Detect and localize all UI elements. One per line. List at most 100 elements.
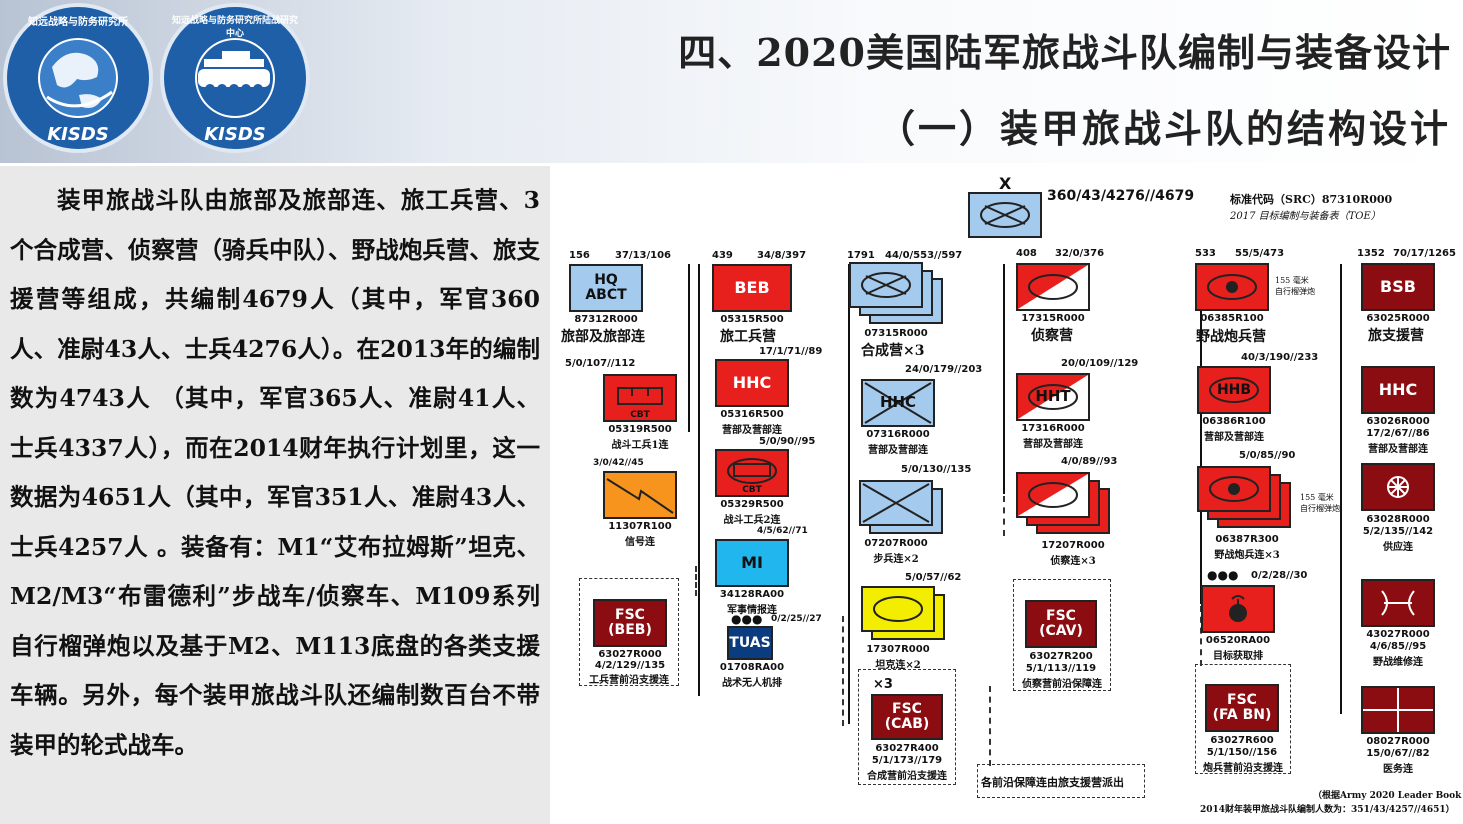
fsc-cab-strength: 5/1/173//179 [871, 755, 943, 766]
fsc-cab-mult: ×3 [873, 677, 893, 692]
cab-hhc-code: 07316R000 [866, 429, 930, 440]
cbt1-strength: 5/0/107//112 [565, 358, 636, 369]
fsc-cav-box [1013, 579, 1111, 691]
bsb-hhc-code: 63026R000 [1366, 416, 1430, 427]
med-strength: 15/0/67//82 [1366, 748, 1430, 759]
connector [688, 264, 690, 432]
inf-code: 07207R000 [864, 538, 928, 549]
org-chart: X 360/43/4276//4679 标准代码（SRC）87310R000 2… [555, 166, 1463, 824]
fa-hhb-name: 营部及营部连 [1204, 432, 1264, 443]
kisds-logo-1: KISDS 知远战略与防务研究所 [3, 3, 153, 153]
beb-hhc-strength: 17/1/71//89 [759, 346, 823, 357]
hq-count: 156 [569, 250, 590, 261]
cbt2-unit: CBT [715, 449, 789, 497]
logo1-ring-text: 知远战略与防务研究所 [28, 17, 128, 28]
abct-strength: 360/43/4276//4679 [1047, 188, 1195, 204]
ta-unit [1201, 585, 1275, 633]
fsc-beb-name: 工兵营前沿支援连 [589, 675, 669, 686]
tank-code: 17307R000 [866, 644, 930, 655]
inf-name: 步兵连×2 [873, 554, 919, 565]
sig-strength: 3/0/42//45 [593, 458, 644, 468]
mnt-strength: 4/6/85//95 [1369, 641, 1427, 652]
med-name: 医务连 [1383, 764, 1413, 775]
bsb-name: 旅支援营 [1368, 328, 1424, 344]
fsc-fa-box [1195, 664, 1291, 774]
connector [1003, 264, 1005, 494]
body-paragraph: 装甲旅战斗队由旅部及旅部连、旅工兵营、3个合成营、侦察营（骑兵中队）、野战炮兵营… [10, 186, 540, 759]
fsc-cav-unit: FSC (CAV) [1025, 600, 1097, 648]
btry-strength: 5/0/85//90 [1239, 450, 1296, 461]
ta-dots: ●●● [1207, 568, 1239, 582]
hq-name: 旅部及旅部连 [561, 329, 645, 345]
fsc-beb-strength: 4/2/129//135 [594, 660, 666, 671]
bsb-hhc-unit: HHC [1361, 366, 1435, 414]
btry-note: 155 毫米 自行榴弹炮 [1300, 493, 1340, 513]
cab-unit [849, 262, 923, 308]
tuas-unit: TUAS [727, 626, 773, 660]
fsc-cab-name: 合成营前沿支援连 [867, 771, 947, 782]
dashed-connector [989, 686, 991, 766]
mnt-name: 野战维修连 [1373, 657, 1423, 668]
cav-count: 408 [1016, 248, 1037, 259]
fsc-beb-unit: FSC (BEB) [593, 599, 667, 647]
dashed-connector [695, 566, 697, 596]
bsb-code: 63025R000 [1366, 313, 1430, 324]
fsc-beb-code: 63027R000 [598, 649, 662, 660]
sig-name: 信号连 [625, 537, 655, 548]
beb-code: 05315R500 [720, 314, 784, 325]
cav-hht-unit: HHT [1016, 373, 1090, 421]
fa-note: 155 毫米 自行榴弹炮 [1275, 276, 1315, 296]
cbt1-name: 战斗工兵1连 [611, 440, 669, 451]
src-code: 标准代码（SRC）87310R000 [1230, 193, 1393, 206]
fa-name: 野战炮兵营 [1196, 329, 1266, 345]
sup-name: 供应连 [1383, 542, 1413, 553]
tuas-strength: 0/2/25//27 [771, 614, 822, 624]
cav-hht-code: 17316R000 [1021, 423, 1085, 434]
fsc-cav-strength: 5/1/113//119 [1025, 663, 1097, 674]
bsb-count: 1352 [1357, 248, 1385, 259]
cav-name: 侦察营 [1031, 328, 1073, 344]
fsc-cav-name: 侦察营前沿保障连 [1022, 679, 1102, 690]
fa-code: 06385R100 [1200, 313, 1264, 324]
btry-name: 野战炮兵连×3 [1214, 550, 1280, 561]
beb-hhc-name: 营部及营部连 [722, 425, 782, 436]
bsb-strength: 70/17/1265 [1393, 248, 1456, 259]
ta-code: 06520RA00 [1205, 635, 1271, 646]
mi-name: 军事情报连 [727, 605, 777, 616]
bsb-hhc-strength: 17/2/67//86 [1366, 428, 1430, 439]
text-panel [0, 166, 550, 824]
tuas-code: 01708RA00 [719, 662, 785, 673]
logo2-text: KISDS [204, 124, 266, 145]
mnt-code: 43027R000 [1366, 629, 1430, 640]
medical-unit [1361, 686, 1435, 734]
mi-unit: MI [715, 539, 789, 587]
connector [1340, 264, 1342, 714]
cav-hht-label: HHT [1035, 387, 1071, 406]
connector [848, 264, 850, 724]
abct-symbol [968, 192, 1042, 238]
fa-hhb-strength: 40/3/190//233 [1241, 352, 1319, 363]
fsc-fa-name: 炮兵营前沿支援连 [1203, 763, 1283, 774]
mi-code: 34128RA00 [719, 589, 785, 600]
fa-hhb-code: 06386R100 [1202, 416, 1266, 427]
ta-name: 目标获取排 [1213, 651, 1263, 662]
cav-strength: 32/0/376 [1055, 248, 1105, 259]
fsc-cav-code: 63027R200 [1029, 651, 1093, 662]
logo2-ring-text: 知远战略与防务研究所陆战研究中心 [171, 16, 298, 39]
cav-hht-strength: 20/0/109//129 [1061, 358, 1139, 369]
beb-count: 439 [712, 250, 733, 261]
connector [1200, 264, 1202, 604]
fa-hhb-label: HHB [1216, 381, 1252, 398]
cab-hhc-name: 营部及营部连 [868, 445, 928, 456]
fa-hhb-unit: HHB [1197, 366, 1271, 414]
cab-code: 07315R000 [864, 328, 928, 339]
fsc-note-box [977, 764, 1145, 798]
med-code: 08027R000 [1366, 736, 1430, 747]
beb-name: 旅工兵营 [720, 329, 776, 345]
sup-code: 63028R000 [1366, 514, 1430, 525]
trp-name: 侦察连×3 [1050, 556, 1096, 567]
kisds-logo-2: KISDS 知远战略与防务研究所陆战研究中心 [160, 3, 310, 153]
tuas-dots: ●●● [731, 612, 763, 626]
beb-hhc-code: 05316R500 [720, 409, 784, 420]
dashed-connector [1200, 606, 1202, 666]
